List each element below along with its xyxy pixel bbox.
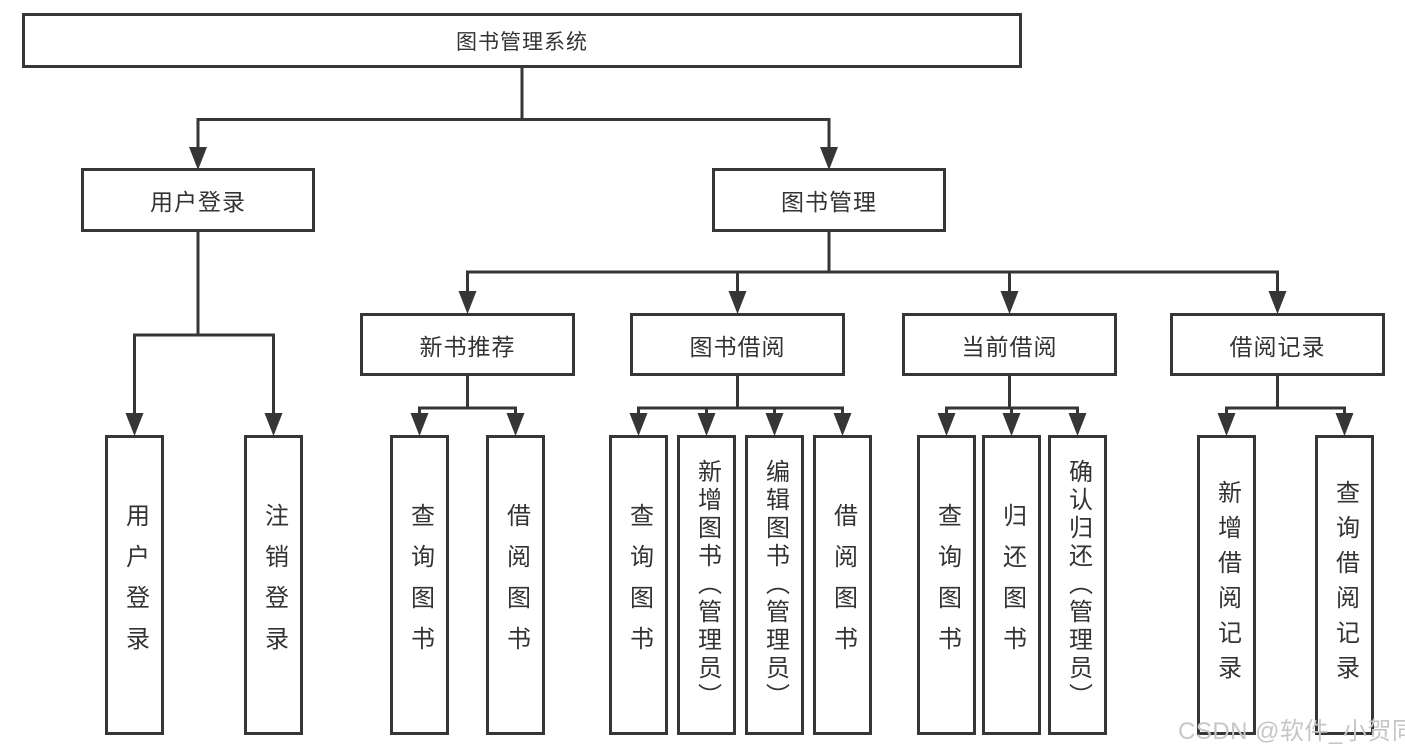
csdn-watermark: CSDN @软件_小贺同学 <box>1178 718 1405 745</box>
leaf-return-books: 归还图书 <box>982 435 1041 735</box>
leaf-search-borrow-record: 查询借阅记录 <box>1315 435 1374 735</box>
node-new-book-recommend: 新书推荐 <box>360 313 575 376</box>
leaf-user-login: 用户登录 <box>105 435 164 735</box>
node-user-login: 用户登录 <box>81 168 315 232</box>
node-book-management: 图书管理 <box>712 168 946 232</box>
leaf-search-books-3: 查询图书 <box>917 435 976 735</box>
node-borrowing-records: 借阅记录 <box>1170 313 1385 376</box>
leaf-search-books-2: 查询图书 <box>609 435 668 735</box>
node-root: 图书管理系统 <box>22 13 1022 68</box>
leaf-borrow-books-2: 借阅图书 <box>813 435 872 735</box>
leaf-add-borrow-record: 新增借阅记录 <box>1197 435 1256 735</box>
leaf-edit-books-admin: 编辑图书（管理员） <box>745 435 804 735</box>
leaf-add-books-admin: 新增图书（管理员） <box>677 435 736 735</box>
leaf-borrow-books-1: 借阅图书 <box>486 435 545 735</box>
node-current-borrowing: 当前借阅 <box>902 313 1117 376</box>
leaf-confirm-return-admin: 确认归还（管理员） <box>1048 435 1107 735</box>
leaf-logout: 注销登录 <box>244 435 303 735</box>
node-book-borrowing: 图书借阅 <box>630 313 845 376</box>
leaf-search-books-1: 查询图书 <box>390 435 449 735</box>
